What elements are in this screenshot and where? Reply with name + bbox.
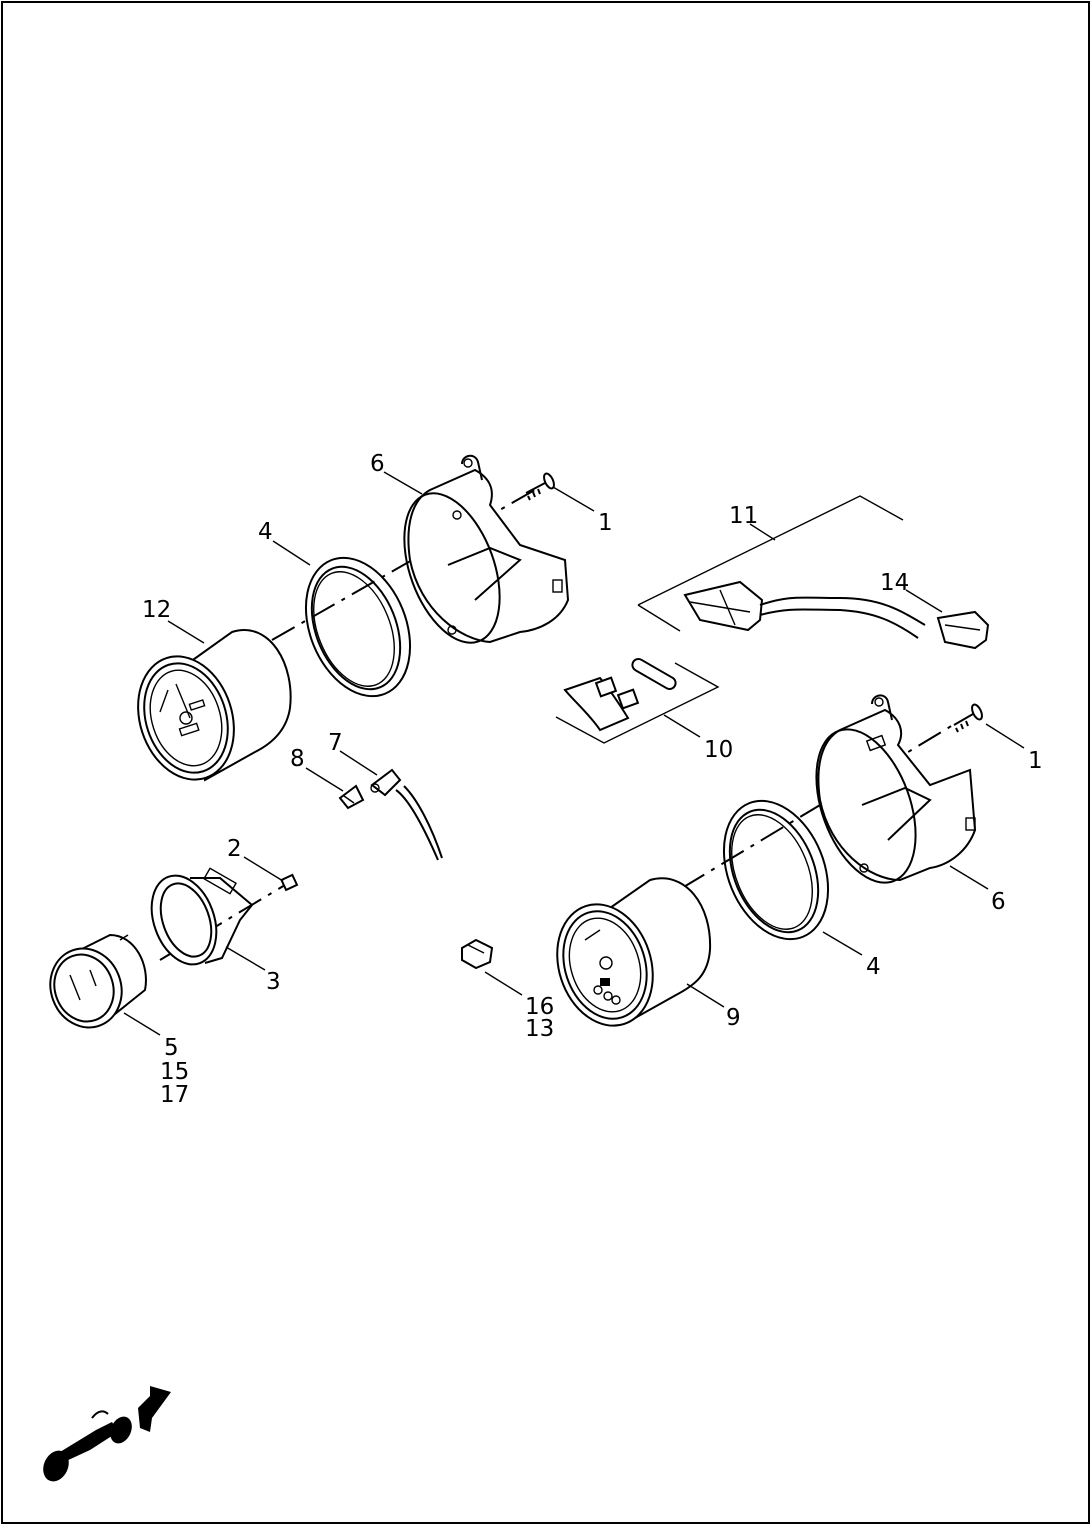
part-9-fuse-kit (555, 658, 720, 744)
callout-8: 8 (290, 746, 305, 772)
wire-harness (637, 495, 990, 650)
callouts: 6 1 4 12 11 14 10 1 7 8 2 3 5 15 17 16 1… (142, 451, 1043, 1108)
part-8-bulb (338, 784, 365, 810)
lower-assembly (556, 694, 983, 1027)
part-4-ring-top (304, 556, 412, 698)
leader-lines (123, 471, 1025, 1036)
part-16-gauge (556, 877, 712, 1027)
callout-6-top: 6 (370, 451, 385, 477)
callout-5: 5 (164, 1035, 179, 1061)
callout-7: 7 (328, 730, 343, 756)
callout-4-top: 4 (258, 519, 273, 545)
callout-13: 14 (880, 570, 909, 596)
callout-11: 12 (142, 597, 171, 623)
part-11-speedometer (137, 629, 292, 782)
callout-12: 13 (525, 1016, 554, 1042)
part-3-bracket (150, 867, 254, 966)
callout-2: 2 (227, 836, 242, 862)
part-4-ring-lower (722, 799, 830, 941)
part-6-housing-top (403, 454, 570, 644)
callout-10: 11 (729, 503, 758, 529)
left-assembly (49, 867, 299, 1029)
callout-14: 16 (525, 994, 554, 1020)
part-7-bulb-socket (370, 768, 443, 861)
part-5-tachometer (49, 933, 147, 1029)
part-14-12-connector (461, 938, 494, 970)
part-10-connector (683, 580, 926, 639)
callout-1-top: 1 (598, 510, 613, 536)
callout-4-lower: 4 (866, 954, 881, 980)
part-1-screw-lower (953, 703, 983, 733)
callout-6-lower: 6 (991, 889, 1006, 915)
part-6-housing-lower (815, 694, 977, 884)
callout-9: 10 (704, 737, 733, 763)
callout-15: 15 (160, 1059, 189, 1085)
part-1-screw-top (525, 472, 555, 501)
top-assembly (137, 454, 570, 782)
part-2-nut (280, 873, 299, 892)
part-13-plug (936, 610, 990, 650)
callout-17: 17 (160, 1082, 189, 1108)
callout-16: 9 (726, 1005, 741, 1031)
callout-1-lower: 1 (1028, 748, 1043, 774)
motorcycle-arrow-icon (43, 1386, 171, 1482)
callout-3: 3 (266, 969, 281, 995)
